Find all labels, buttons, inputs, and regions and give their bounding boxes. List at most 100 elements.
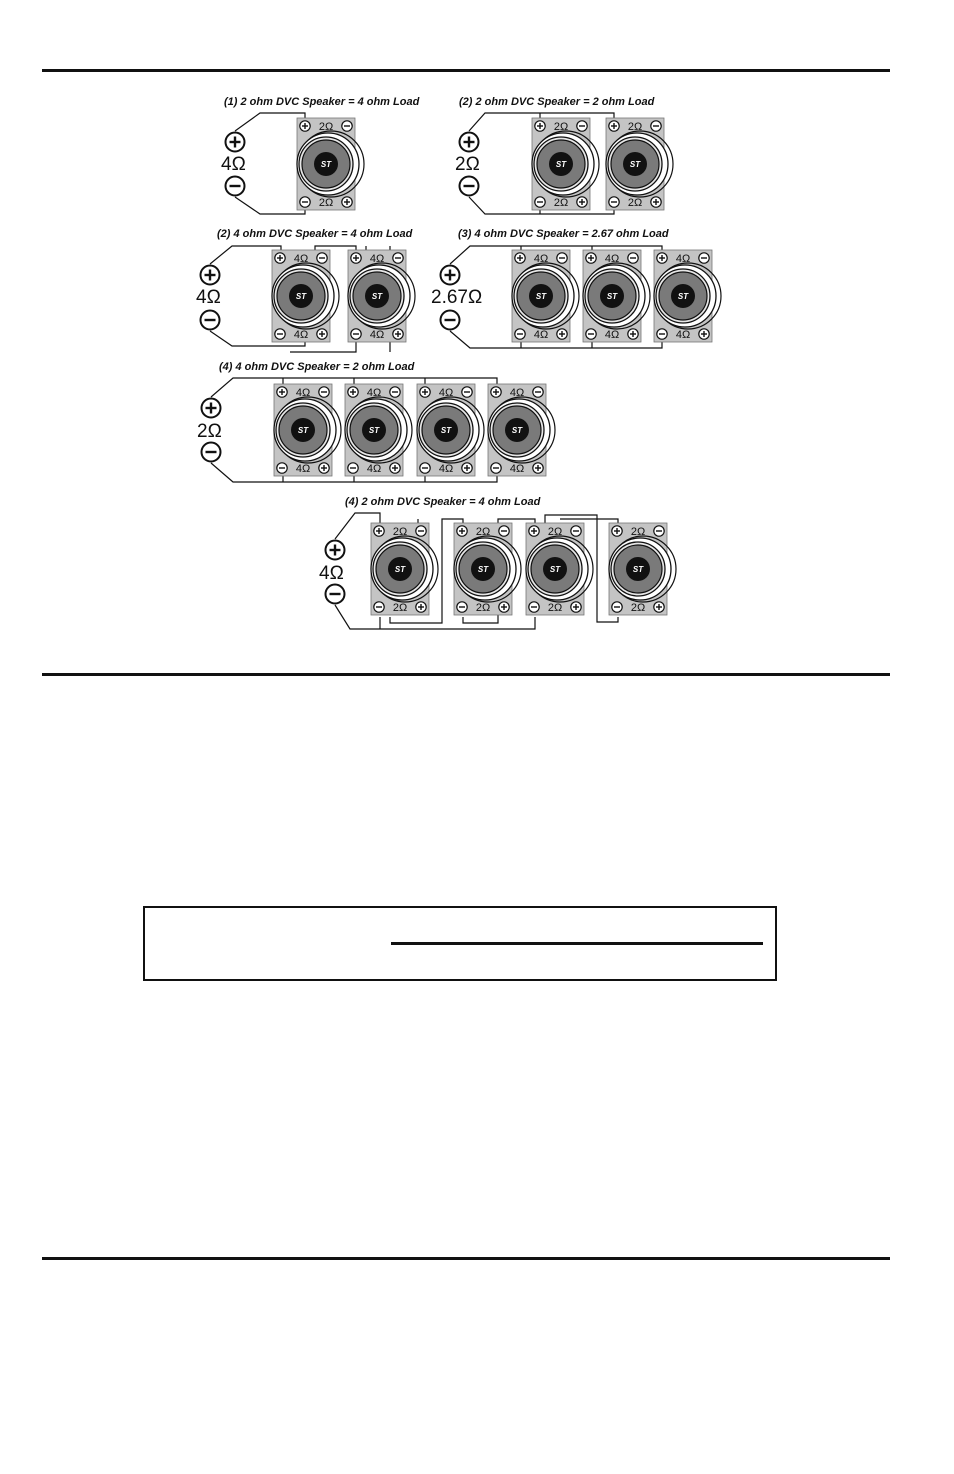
diagram-3: (2) 4 ohm DVC Speaker = 4 ohm Load 4Ω ST… [196, 228, 416, 353]
coil-minus-icon [653, 525, 665, 537]
diagram-4-wires [449, 245, 663, 349]
coil-minus-icon [299, 196, 311, 208]
diagram-2-speaker-1: ST 2Ω 2Ω [531, 117, 600, 211]
coil-rating: 2Ω [554, 121, 568, 133]
coil-minus-icon [316, 252, 328, 264]
speaker-dust-cap [671, 284, 695, 308]
brand-logo: ST [556, 160, 567, 169]
coil-minus-icon [585, 328, 597, 340]
diagram-4-speaker-1: ST 4Ω 4Ω [511, 249, 580, 343]
diagram-6-load: 4Ω [319, 563, 344, 584]
coil-minus-icon [392, 252, 404, 264]
coil-rating: 4Ω [534, 329, 548, 341]
coil-rating: 2Ω [554, 197, 568, 209]
coil-minus-icon [341, 120, 353, 132]
speaker-dust-cap [362, 418, 386, 442]
coil-plus-icon [627, 328, 639, 340]
coil-rating: 4Ω [605, 329, 619, 341]
coil-minus-icon [650, 120, 662, 132]
coil-rating: 2Ω [476, 526, 490, 538]
coil-minus-icon [415, 525, 427, 537]
diagram-6: (4) 2 ohm DVC Speaker = 4 ohm Load 4Ω ST… [319, 496, 677, 630]
coil-plus-icon [419, 386, 431, 398]
brand-logo: ST [607, 292, 618, 301]
speaker-dust-cap [289, 284, 313, 308]
brand-logo: ST [395, 565, 406, 574]
coil-plus-icon [341, 196, 353, 208]
coil-plus-icon [461, 462, 473, 474]
coil-plus-icon [456, 525, 468, 537]
diagram-4-minus-terminal [439, 309, 461, 331]
note-box [143, 906, 777, 981]
speaker-dust-cap [505, 418, 529, 442]
coil-minus-icon [276, 462, 288, 474]
coil-rating: 2Ω [393, 526, 407, 538]
coil-plus-icon [656, 252, 668, 264]
diagram-3-minus-terminal [199, 309, 221, 331]
coil-plus-icon [556, 328, 568, 340]
speaker-dust-cap [549, 152, 573, 176]
diagram-6-title: (4) 2 ohm DVC Speaker = 4 ohm Load [345, 496, 541, 508]
coil-rating: 2Ω [628, 197, 642, 209]
coil-rating: 4Ω [534, 253, 548, 265]
diagram-5-wires [210, 377, 498, 483]
middle-rule [42, 673, 890, 676]
speaker-dust-cap [543, 557, 567, 581]
coil-rating: 4Ω [605, 253, 619, 265]
coil-plus-icon [698, 328, 710, 340]
diagram-4: (3) 4 ohm DVC Speaker = 2.67 ohm Load 2.… [431, 228, 722, 349]
coil-plus-icon [528, 525, 540, 537]
brand-logo: ST [550, 565, 561, 574]
diagram-5-title: (4) 4 ohm DVC Speaker = 2 ohm Load [219, 361, 415, 373]
coil-rating: 4Ω [370, 329, 384, 341]
coil-rating: 4Ω [676, 253, 690, 265]
coil-minus-icon [419, 462, 431, 474]
coil-plus-icon [514, 252, 526, 264]
coil-minus-icon [461, 386, 473, 398]
coil-minus-icon [576, 120, 588, 132]
diagram-5-load: 2Ω [197, 421, 222, 442]
coil-plus-icon [274, 252, 286, 264]
coil-minus-icon [608, 196, 620, 208]
diagram-5-minus-terminal [200, 441, 222, 463]
brand-logo: ST [372, 292, 383, 301]
diagram-2: (2) 2 ohm DVC Speaker = 2 ohm Load 2Ω ST… [455, 96, 674, 215]
coil-plus-icon [534, 120, 546, 132]
speaker-dust-cap [626, 557, 650, 581]
coil-plus-icon [490, 386, 502, 398]
coil-plus-icon [276, 386, 288, 398]
coil-plus-icon [532, 462, 544, 474]
diagram-2-minus-terminal [458, 175, 480, 197]
coil-plus-icon [318, 462, 330, 474]
diagram-2-load: 2Ω [455, 154, 480, 175]
brand-logo: ST [633, 565, 644, 574]
speaker-dust-cap [314, 152, 338, 176]
diagram-1-minus-terminal [224, 175, 246, 197]
coil-minus-icon [556, 252, 568, 264]
brand-logo: ST [536, 292, 547, 301]
coil-rating: 4Ω [510, 463, 524, 475]
note-underline [391, 942, 763, 945]
speaker-dust-cap [291, 418, 315, 442]
coil-rating: 4Ω [510, 387, 524, 399]
coil-minus-icon [698, 252, 710, 264]
diagram-2-title: (2) 2 ohm DVC Speaker = 2 ohm Load [459, 96, 655, 108]
diagram-4-speaker-2: ST 4Ω 4Ω [582, 249, 651, 343]
coil-minus-icon [456, 601, 468, 613]
coil-rating: 2Ω [319, 121, 333, 133]
coil-minus-icon [528, 601, 540, 613]
coil-plus-icon [347, 386, 359, 398]
top-rule [42, 69, 890, 72]
coil-plus-icon [316, 328, 328, 340]
coil-plus-icon [653, 601, 665, 613]
speaker-dust-cap [388, 557, 412, 581]
coil-plus-icon [570, 601, 582, 613]
